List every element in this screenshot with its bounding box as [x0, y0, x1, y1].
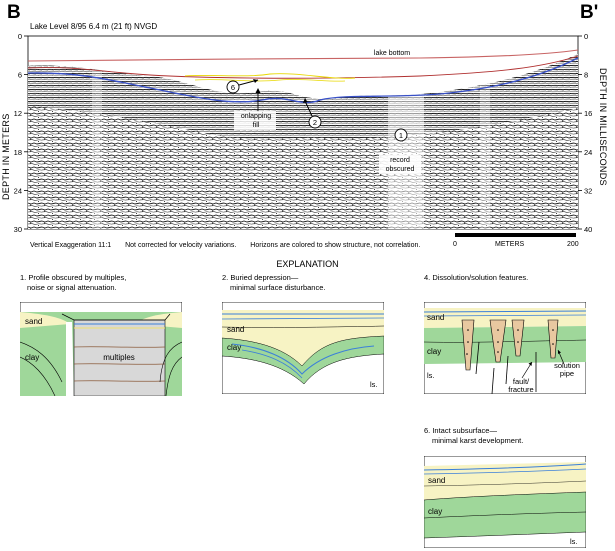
fault-label: fault/: [513, 377, 530, 386]
panel-6-caption-line-2: minimal karst development.: [432, 435, 524, 445]
left-tick: 30: [14, 225, 22, 234]
right-tick: 0: [584, 32, 588, 41]
panel-2-caption-line-1: 2. Buried depression—: [222, 273, 299, 282]
panel-6-diagram: sand clay ls.: [424, 456, 586, 548]
fill-label: fill: [253, 122, 260, 129]
panel-6-caption-line-1: 6. Intact subsurface—: [424, 426, 497, 435]
sand-label: sand: [25, 317, 42, 326]
right-tick: 40: [584, 225, 592, 234]
lake-level-note: Lake Level 8/95 6.4 m (21 ft) NVGD: [30, 22, 158, 31]
panel-2-diagram: sand clay ls.: [222, 302, 384, 394]
record-label: record: [390, 157, 410, 164]
pipe-label: pipe: [560, 369, 574, 378]
clay-label: clay: [427, 347, 441, 356]
left-tick: 6: [18, 71, 22, 80]
right-tick: 16: [584, 109, 592, 118]
panel-1-caption: 1. Profile obscured by multiples, noise …: [20, 273, 126, 292]
velocity-note: Not corrected for velocity variations.: [125, 242, 237, 249]
panel-1-diagram: sand clay multiples: [20, 302, 182, 396]
clay-label: clay: [227, 343, 241, 352]
left-tick: 0: [18, 32, 22, 41]
profile-end-letter: B': [580, 2, 599, 23]
scale-unit: METERS: [495, 241, 525, 248]
panel-2-caption-line-2: minimal surface disturbance.: [230, 282, 326, 292]
marker-circle: [226, 80, 240, 94]
right-tick: 32: [584, 186, 592, 195]
right-tick: 8: [584, 71, 588, 80]
onlapping-label: onlapping: [241, 113, 271, 120]
solution-label: solution: [554, 361, 580, 370]
sand-label: sand: [427, 313, 444, 322]
scale-start: 0: [453, 241, 457, 248]
sand-label: sand: [227, 325, 244, 334]
horizons-note: Horizons are colored to show structure, …: [250, 242, 421, 249]
lake-bottom-label: lake bottom: [374, 50, 410, 57]
obscured-label: obscured: [386, 166, 415, 173]
ls-label: ls.: [570, 537, 578, 546]
vertical-exaggeration-note: Vertical Exaggeration 11:1: [30, 242, 112, 249]
panel-4-caption-line-1: 4. Dissolution/solution features.: [424, 273, 529, 282]
left-tick: 18: [14, 148, 22, 157]
panel-4-caption: 4. Dissolution/solution features.: [424, 273, 528, 283]
right-axis-title: DEPTH IN MILLISECONDS: [598, 68, 608, 186]
left-tick: 12: [14, 109, 22, 118]
explanation-title: EXPLANATION: [276, 259, 339, 269]
ls-label: ls.: [427, 371, 435, 380]
scale-bar: [455, 233, 576, 237]
marker-circle: [308, 115, 322, 129]
sand-label: sand: [428, 476, 445, 485]
left-tick: 24: [14, 186, 22, 195]
multiples-label: multiples: [103, 353, 135, 362]
clay-label: clay: [25, 353, 39, 362]
panel-6-caption: 6. Intact subsurface— minimal karst deve…: [424, 426, 523, 445]
panel-2-caption: 2. Buried depression— minimal surface di…: [222, 273, 325, 292]
panel-4-diagram: sand clay ls. fault/ fracture solution p…: [424, 302, 586, 394]
fracture-label: fracture: [508, 385, 533, 394]
seismic-profile: 0 6 12 18 24 30 0 8 16 24 32 40 lake bot…: [14, 32, 593, 234]
scale-end: 200: [567, 241, 579, 248]
marker-6: 6: [231, 83, 235, 92]
marker-circle: [394, 128, 408, 142]
profile-notes: Vertical Exaggeration 11:1 Not corrected…: [30, 242, 420, 249]
right-tick: 24: [584, 148, 592, 157]
panel-1-caption-line-2: noise or signal attenuation.: [27, 282, 117, 292]
ls-label: ls.: [370, 380, 378, 389]
marker-1: 1: [399, 131, 403, 140]
marker-2: 2: [313, 118, 317, 127]
panel-1-caption-line-1: 1. Profile obscured by multiples,: [20, 273, 127, 282]
clay-label: clay: [428, 507, 442, 516]
profile-start-letter: B: [7, 2, 21, 23]
